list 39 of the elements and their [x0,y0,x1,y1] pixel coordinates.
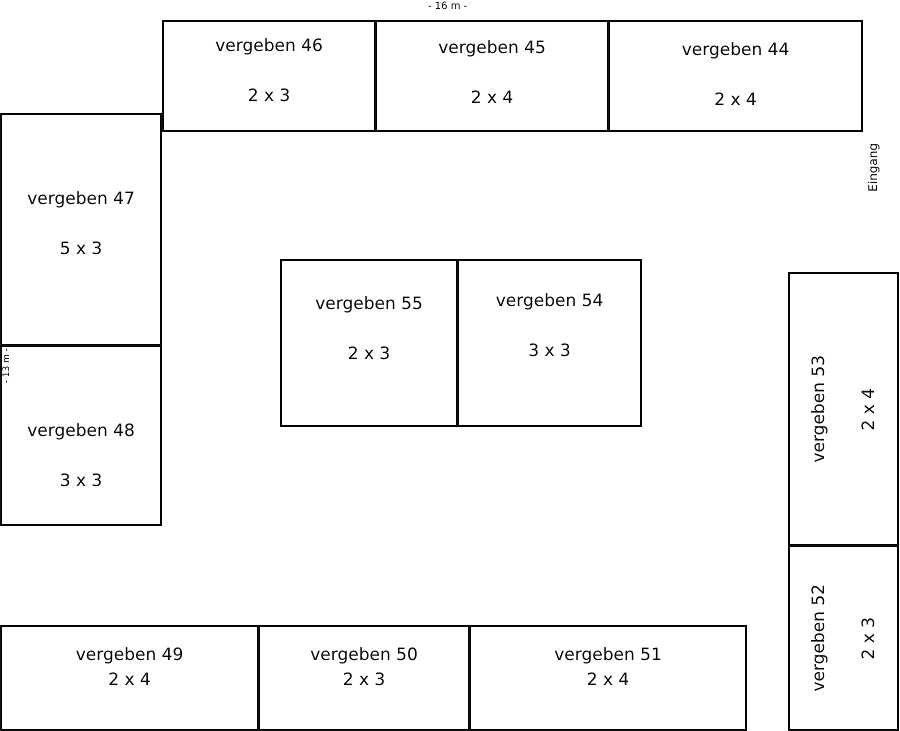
stall-size: 2 x 4 [858,388,878,430]
stall-label: vergeben 51 [554,645,662,665]
stall-box [258,625,470,731]
stall-size: 2 x 4 [108,670,151,690]
stall-size: 2 x 4 [470,88,514,108]
dimension-label: - 16 m - [428,1,468,12]
stall-size: 3 x 3 [528,341,571,361]
dimension-label: - 13 m - [2,348,12,384]
stall-size: 2 x 3 [248,86,290,106]
stall-label: vergeben 44 [682,40,790,60]
stall-box [0,113,162,346]
stall-label: vergeben 49 [76,645,184,665]
stall-label: vergeben 55 [315,294,423,314]
stall-box [469,625,747,731]
stall-size: 2 x 4 [714,90,757,110]
stall-box [162,20,376,132]
stall-box [0,345,162,526]
stall-box [608,20,863,132]
stall-size: 3 x 3 [60,471,102,491]
stall-label: vergeben 48 [27,421,135,441]
entrance-label: Eingang [866,143,880,192]
stall-box [0,625,259,731]
stall-size: 2 x 4 [586,670,630,690]
stall-box [457,259,642,427]
stall-label: vergeben 50 [310,645,418,665]
stall-size: 2 x 3 [342,670,386,690]
stall-label: vergeben 45 [438,38,546,58]
stall-label: vergeben 47 [27,189,135,209]
stall-box [280,259,458,427]
stall-label: vergeben 54 [496,291,604,311]
stall-box [375,20,609,132]
stall-box [788,545,899,731]
stall-label: vergeben 53 [808,355,828,463]
stall-size: 2 x 3 [348,344,390,364]
stall-label: vergeben 46 [215,36,323,56]
stall-box [788,272,899,546]
stall-size: 2 x 3 [858,616,878,660]
stall-label: vergeben 52 [808,584,828,692]
stall-size: 5 x 3 [60,239,102,259]
